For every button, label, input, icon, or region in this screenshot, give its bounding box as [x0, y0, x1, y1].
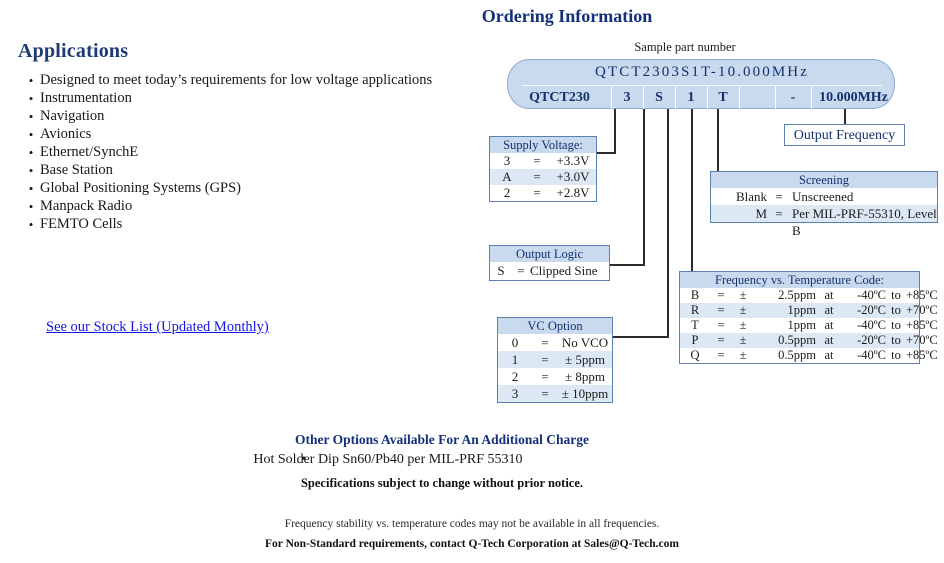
footer-line-1: Frequency stability vs. temperature code…: [284, 518, 660, 530]
table-row: 2 = ± 8ppm: [511, 369, 605, 384]
list-item: • Base Station: [22, 162, 452, 179]
connector-supply-voltage: [597, 152, 616, 154]
table-row: A = +3.0V: [490, 169, 596, 185]
capsule-divider: [522, 85, 882, 86]
segment-screening: [739, 86, 775, 109]
list-item: • Global Positioning Systems (GPS): [22, 180, 452, 197]
segment-logic: S: [655, 90, 663, 105]
stock-list-link[interactable]: See our Stock List (Updated Monthly): [46, 319, 269, 335]
vc-option-header: VC Option: [498, 318, 612, 334]
freq-vs-temp-box: Frequency vs. Temperature Code: B = ± 2.…: [679, 271, 938, 364]
segment-temp: T: [718, 90, 728, 105]
segment-dash: -: [790, 90, 796, 105]
table-row: 1 = ± 5ppm: [498, 351, 612, 368]
connector-output-logic: [643, 109, 645, 266]
list-item: • Navigation: [22, 108, 452, 125]
segment-divider: [611, 86, 612, 109]
bullet-icon: •: [28, 91, 34, 106]
screening-header: Screening: [711, 172, 937, 188]
connector-vc-option: [612, 336, 669, 338]
table-row: S = Clipped Sine: [497, 263, 598, 278]
list-item: • Instrumentation: [22, 90, 452, 107]
segment-divider: [707, 86, 708, 109]
list-item: • Designed to meet today’s requirements …: [22, 72, 452, 89]
connector-freq-temp: [691, 109, 693, 271]
bullet-icon: •: [28, 199, 34, 214]
freq-vs-temp-header: Frequency vs. Temperature Code:: [680, 272, 919, 288]
bullet-icon: •: [28, 145, 34, 160]
table-row: M = Per MIL-PRF-55310, Level B: [711, 205, 937, 238]
segment-divider: [739, 86, 740, 109]
bullet-icon: •: [28, 181, 34, 196]
connector-screening: [717, 109, 719, 171]
connector-output-logic: [609, 264, 645, 266]
sample-part-number-label: Sample part number: [634, 40, 736, 54]
list-item: • FEMTO Cells: [22, 216, 452, 233]
specifications-note: Specifications subject to change without…: [300, 476, 584, 490]
segment-frequency: 10.000MHz: [819, 90, 888, 105]
table-row: Q = ± 0.5ppm at -40ºC to +85ºC: [690, 348, 938, 362]
segment-divider: [811, 86, 812, 109]
connector-supply-voltage: [614, 109, 616, 153]
output-logic-header: Output Logic: [490, 246, 609, 262]
supply-voltage-box: Supply Voltage: 3 = +3.3V A = +3.0V 2 = …: [489, 136, 597, 202]
list-item: • Avionics: [22, 126, 452, 143]
list-item: • Ethernet/SynchE: [22, 144, 452, 161]
part-number-capsule: QTCT2303S1T-10.000MHz QTCT230 3 S 1 T - …: [507, 59, 895, 109]
bullet-icon: •: [28, 109, 34, 124]
bullet-icon: •: [28, 73, 34, 88]
segment-base: QTCT230: [529, 90, 590, 105]
ordering-information-heading: Ordering Information: [481, 6, 653, 26]
screening-box: Screening Blank = Unscreened M = Per MIL…: [710, 171, 938, 238]
table-row: 3 = +3.3V: [503, 153, 590, 168]
list-item: • Manpack Radio: [22, 198, 452, 215]
table-row: B = ± 2.5ppm at -40ºC to +85ºC: [690, 288, 938, 302]
footer-line-2: For Non-Standard requirements, contact Q…: [265, 538, 679, 550]
segment-voltage: 3: [623, 90, 631, 105]
bullet-icon: •: [28, 127, 34, 142]
bullet-icon: •: [301, 452, 307, 467]
output-logic-box: Output Logic S = Clipped Sine: [489, 245, 610, 281]
table-row: R = ± 1ppm at -20ºC to +70ºC: [680, 303, 938, 318]
table-row: P = ± 0.5ppm at -20ºC to +70ºC: [680, 333, 938, 348]
table-row: 0 = No VCO: [511, 335, 609, 350]
bullet-icon: •: [28, 163, 34, 178]
bullet-icon: •: [28, 217, 34, 232]
segment-divider: [643, 86, 644, 109]
table-row: 2 = +2.8V: [503, 185, 590, 200]
segment-vc: 1: [687, 90, 695, 105]
other-options-item: • Hot Solder Dip Sn60/Pb40 per MIL-PRF 5…: [253, 452, 523, 467]
applications-heading: Applications: [18, 40, 129, 62]
segment-divider: [675, 86, 676, 109]
other-options-heading: Other Options Available For An Additiona…: [294, 432, 590, 447]
table-row: 3 = ± 10ppm: [498, 385, 612, 402]
output-frequency-box: Output Frequency: [784, 124, 905, 146]
connector-output-frequency: [844, 109, 846, 125]
supply-voltage-header: Supply Voltage:: [490, 137, 596, 153]
connector-vc-option: [667, 109, 669, 338]
table-row: Blank = Unscreened: [735, 189, 854, 204]
applications-list: • Designed to meet today’s requirements …: [22, 72, 452, 234]
vc-option-box: VC Option 0 = No VCO 1 = ± 5ppm 2 = ± 8p…: [497, 317, 613, 403]
table-row: T = ± 1ppm at -40ºC to +85ºC: [691, 318, 938, 332]
full-part-number: QTCT2303S1T-10.000MHz: [595, 64, 809, 80]
segment-divider: [775, 86, 776, 109]
